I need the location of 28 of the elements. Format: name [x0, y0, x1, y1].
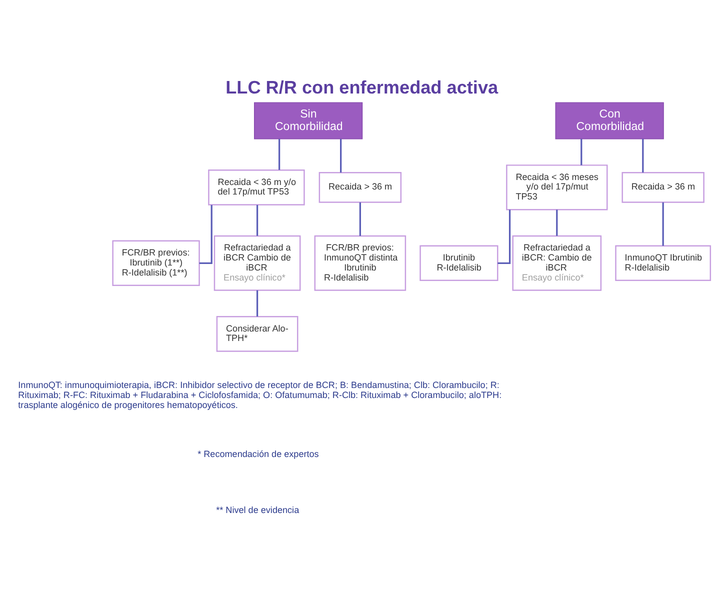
- connector: [498, 209, 511, 264]
- connector: [662, 202, 664, 246]
- connector: [278, 138, 280, 170]
- connector: [642, 138, 644, 172]
- node-box: Considerar Alo-TPH*: [216, 316, 298, 352]
- node-box: InmunoQT Ibrutinib R-Idelalisib: [615, 244, 712, 281]
- node-box: Refractariedad a iBCR: Cambio de iBCR Ensayo clínico*: [512, 234, 602, 290]
- diagram-title: LLC R/R con enfermedad activa: [226, 76, 498, 97]
- label: * Recomendación de expertos: [198, 448, 319, 459]
- node-box: Con Comorbilidad: [555, 102, 664, 139]
- node-box: Refractariedad a iBCR Cambio de iBCR Ensayo clínico*: [214, 234, 301, 290]
- connector: [556, 209, 558, 236]
- connector: [199, 204, 212, 264]
- node-box: FCR/BR previos: Ibrutinib (1**) R-Idelalisib (1**): [112, 240, 200, 286]
- connector: [256, 290, 258, 316]
- node-box: Recaida < 36 meses y/o del 17p/mut TP53: [506, 164, 608, 210]
- node-box: Sin Comorbilidad: [254, 102, 363, 139]
- connector: [340, 138, 342, 172]
- connector: [580, 138, 582, 165]
- node-box: Recaida > 36 m: [622, 171, 704, 202]
- label: InmunoQT: inmunoquimioterapia, iBCR: Inhibidor selectivo de receptor de BCR; B: Bendamustina; Clb: Clorambucilo; R: Rituximab; R-FC: Rituximab + Fludarabina + Ciclofosfamida; O: Ofatumumab; R-Clb: Rituximab + Clorambucilo; aloTPH: trasplante alogénico de progenitores hematopoyéticos.: [18, 380, 502, 410]
- node-box: FCR/BR previos: InmunoQT distinta Ibrutinib R-Idelalisib: [314, 234, 406, 290]
- node-box: Ibrutinib R-Idelalisib: [420, 244, 498, 281]
- label: ** Nivel de evidencia: [216, 504, 300, 515]
- connector: [256, 204, 258, 236]
- node-box: Recaida < 36 m y/o del 17p/mut TP53: [208, 169, 305, 205]
- connector: [359, 202, 361, 236]
- node-box: Recaida > 36 m: [318, 171, 402, 202]
